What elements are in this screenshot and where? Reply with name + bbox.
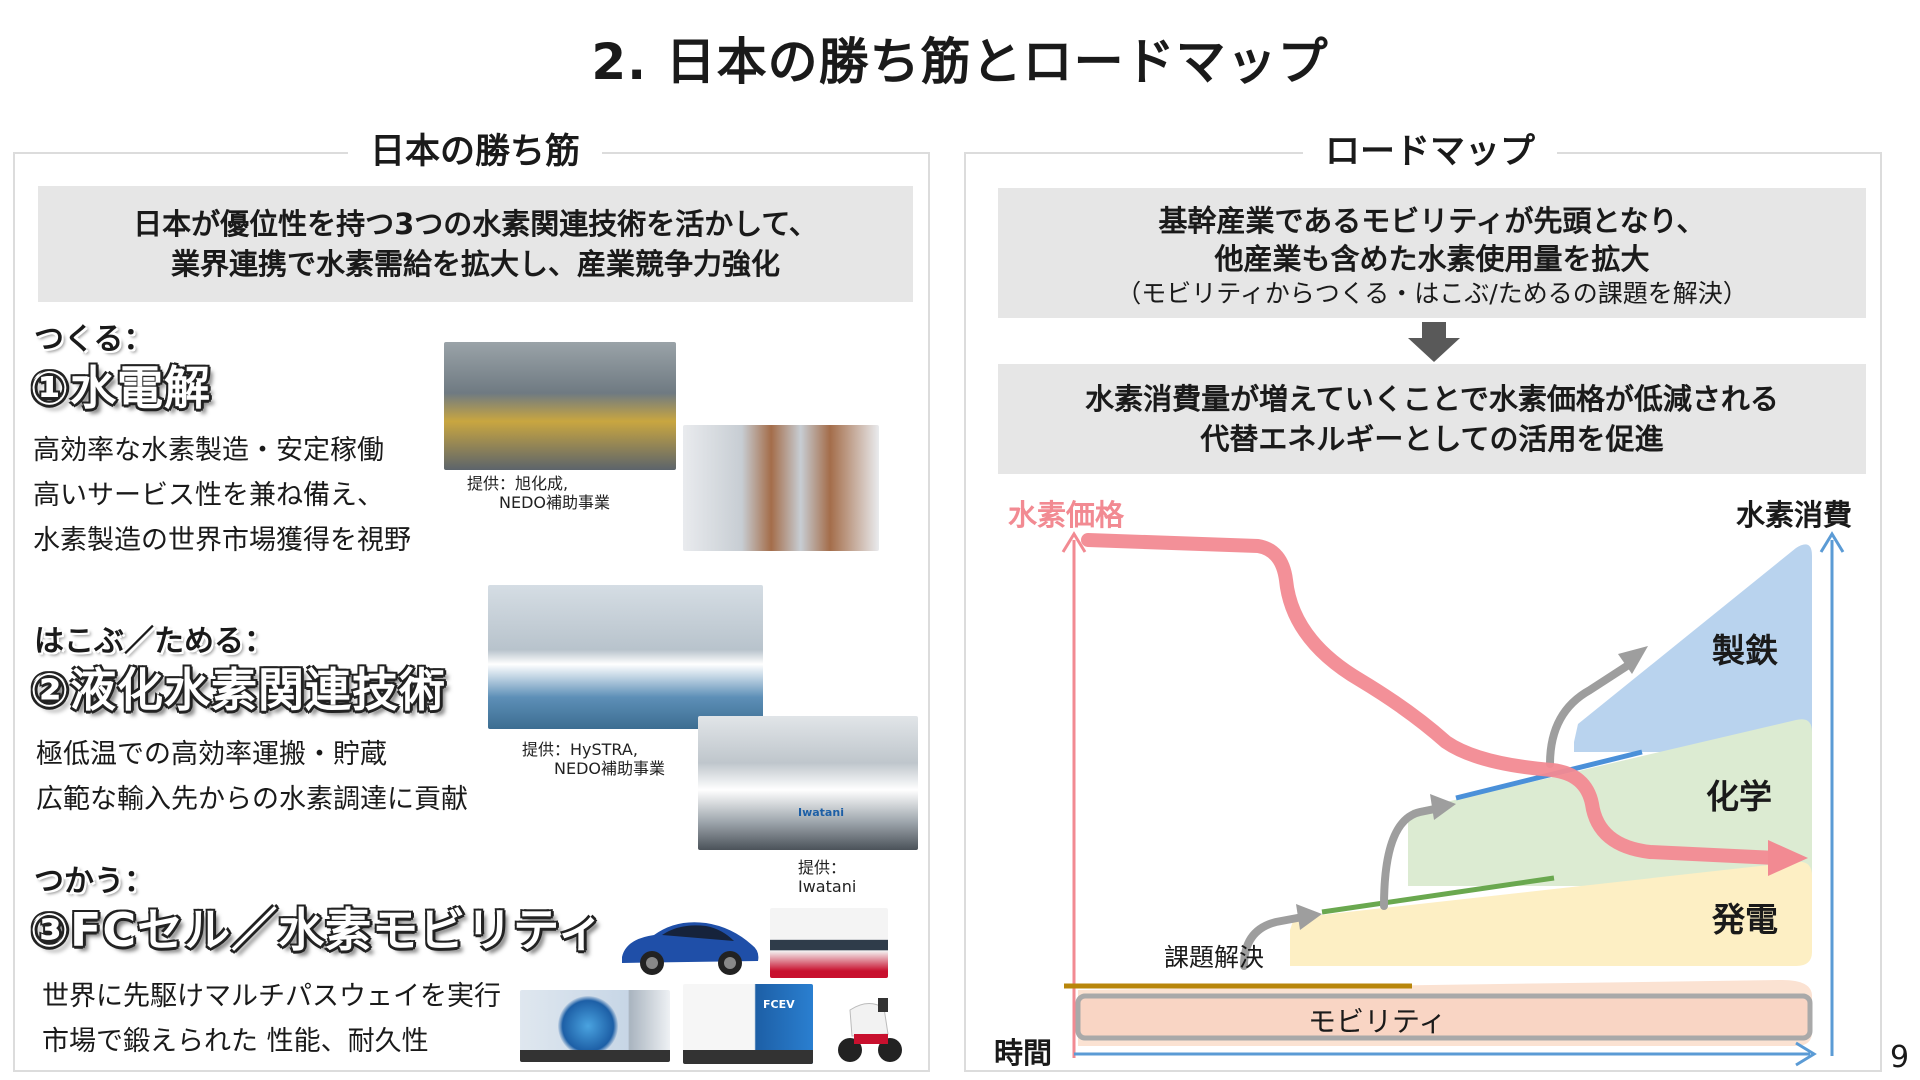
credit-line: 提供：旭化成, (467, 474, 569, 493)
step-arrow-2-head (1430, 794, 1456, 820)
fuel-cell-car-photo (622, 922, 759, 975)
power-segment (1290, 861, 1812, 966)
section-2-label: はこぶ／ためる： (34, 624, 274, 659)
section-1-line: 水素製造の世界市場獲得を視野 (33, 525, 411, 556)
truck-wheels (683, 1050, 813, 1064)
consumption-axis-label: 水素消費 (1736, 498, 1853, 532)
left-panel-heading: 日本の勝ち筋 (348, 130, 603, 174)
truck-logo-icon (558, 996, 618, 1056)
steel-segment (1574, 544, 1812, 752)
power-line (1321, 875, 1555, 915)
price-axis-label: 水素価格 (1008, 498, 1125, 532)
section-3-line: 市場で鍛えられた 性能、耐久性 (42, 1026, 429, 1057)
left-summary-line2: 業界連携で水素需給を拡大し、産業競争力強化 (170, 247, 780, 281)
consumption-axis-arrowhead (1819, 531, 1845, 553)
down-arrow-icon (1408, 322, 1460, 362)
page-title: 2. 日本の勝ち筋とロードマップ (591, 33, 1329, 91)
right-result-line2: 代替エネルギーとしての活用を促進 (1200, 422, 1664, 456)
step-arrow-1-head (1296, 904, 1322, 930)
right-summary-sub: （モビリティからつくる・はこぶ/ためるの課題を解決） (1116, 279, 1748, 308)
electrolysis-plant-photo (444, 342, 676, 470)
credit-line: 提供：HySTRA, (522, 740, 638, 759)
time-axis-arrowhead (1795, 1041, 1817, 1067)
price-curve (1081, 533, 1783, 865)
section-3-body: 世界に先駆けマルチパスウェイを実行 市場で鍛えられた 性能、耐久性 (42, 974, 501, 1064)
roadmap-chart (1061, 531, 1845, 1067)
chemistry-segment (1408, 719, 1812, 886)
section-3-line: 世界に先駆けマルチパスウェイを実行 (42, 981, 501, 1012)
right-result-line1: 水素消費量が増えていくことで水素価格が低減される (1085, 382, 1779, 416)
section-2-title: ②液化水素関連技術 (30, 663, 446, 717)
price-axis-arrowhead (1061, 531, 1087, 553)
left-summary-line1: 日本が優位性を持つ3つの水素関連技術を活かして、 (133, 207, 818, 241)
section-1-label: つくる： (34, 322, 154, 357)
price-curve-arrowhead (1768, 840, 1808, 876)
step-arrow-3-head (1618, 646, 1648, 674)
page-number: 9 (1890, 1040, 1910, 1075)
section-2-body: 極低温での高効率運搬・貯蔵 広範な輸入先からの水素調達に貢献 (36, 732, 468, 822)
tanker-brand-text: Iwatani (798, 806, 844, 819)
step-arrow-3 (1546, 660, 1634, 768)
left-summary-box: 日本が優位性を持つ3つの水素関連技術を活かして、 業界連携で水素需給を拡大し、産… (38, 186, 913, 302)
section-3-label: つかう： (34, 864, 154, 899)
credit-line: NEDO補助事業 (499, 493, 610, 512)
section-1-line: 高いサービス性を兼ね備え、 (33, 480, 384, 511)
right-summary-line2: 他産業も含めた水素使用量を拡大 (1214, 242, 1650, 276)
right-summary-line1: 基幹産業であるモビリティが先頭となり、 (1158, 204, 1706, 238)
truck-wheels (520, 1050, 670, 1062)
section-1-credit: 提供：旭化成, NEDO補助事業 (467, 474, 610, 512)
right-panel-heading: ロードマップ (1303, 130, 1558, 174)
credit-line: 提供： (798, 858, 847, 877)
step-arrow-2 (1380, 804, 1444, 910)
mobility-frame (1075, 993, 1813, 1041)
section-1-title: ①水電解 (30, 361, 211, 415)
liquefied-hydrogen-ship-photo (488, 585, 763, 729)
section-2-line: 極低温での高効率運搬・貯蔵 (36, 739, 387, 770)
credit-line: NEDO補助事業 (554, 759, 665, 778)
section-1-line: 高効率な水素製造・安定稼働 (33, 435, 384, 466)
section-2-line: 広範な輸入先からの水素調達に貢献 (36, 784, 468, 815)
fuel-cell-light-truck-photo: FCEV (683, 984, 813, 1064)
steel-segment-label: 製鉄 (1712, 631, 1778, 670)
section-2-credit: 提供：HySTRA, NEDO補助事業 (522, 740, 665, 778)
hydrogen-tanker-truck-photo: Iwatani (698, 716, 918, 850)
section-1-body: 高効率な水素製造・安定稼働 高いサービス性を兼ね備え、 水素製造の世界市場獲得を… (33, 428, 411, 563)
section-3-title: ③FCセル／水素モビリティ (30, 903, 605, 957)
fuel-cell-bus-photo (770, 908, 888, 978)
electrolyzer-photo (683, 425, 879, 551)
power-segment-label: 発電 (1712, 900, 1778, 939)
credit-line: Iwatani (798, 877, 857, 896)
step-arrow-1 (1240, 912, 1312, 970)
right-summary-box: 基幹産業であるモビリティが先頭となり、 他産業も含めた水素使用量を拡大 （モビリ… (998, 188, 1866, 318)
fuel-cell-scooter-photo (838, 998, 902, 1062)
time-axis-label: 時間 (994, 1036, 1053, 1070)
chemistry-segment-label: 化学 (1706, 777, 1772, 816)
fuel-cell-heavy-truck-photo (520, 990, 670, 1062)
issue-resolution-label: 課題解決 (1164, 943, 1265, 972)
section-3-credit: 提供： Iwatani (798, 858, 856, 896)
truck-badge-text: FCEV (763, 998, 795, 1011)
mobility-segment-label: モビリティ (1308, 1005, 1447, 1038)
right-result-box: 水素消費量が増えていくことで水素価格が低減される 代替エネルギーとしての活用を促… (998, 364, 1866, 474)
